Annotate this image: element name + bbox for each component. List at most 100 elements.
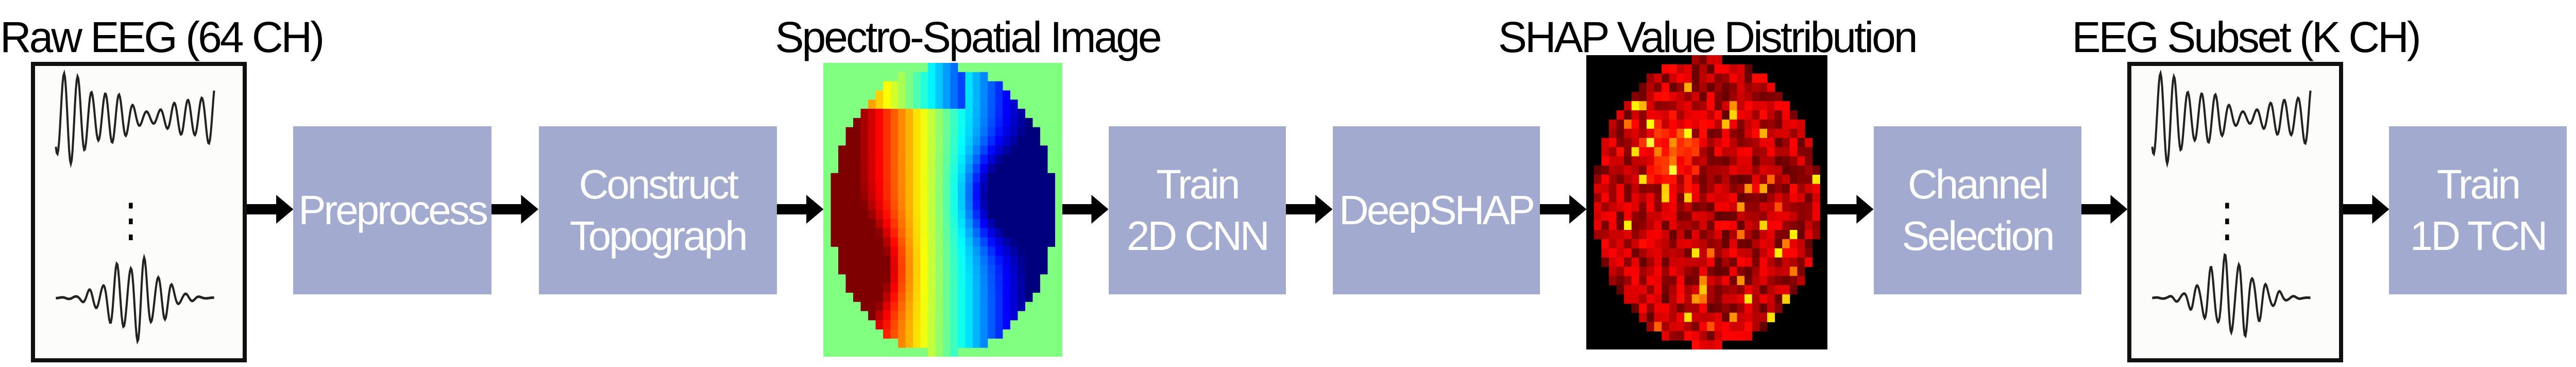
heatmap-cell	[1010, 302, 1018, 311]
heatmap-cell	[853, 283, 861, 293]
heatmap-cell	[1812, 230, 1820, 240]
heatmap-cell	[958, 155, 965, 164]
heatmap-cell	[1722, 147, 1730, 157]
heatmap-cell	[1654, 285, 1662, 295]
heatmap-cell	[868, 256, 876, 265]
heatmap-cell	[988, 109, 995, 119]
heatmap-cell	[905, 329, 913, 339]
heatmap-cell	[1699, 184, 1707, 194]
heatmap-cell	[845, 191, 854, 201]
heatmap-cell	[965, 338, 973, 348]
heatmap-cell	[1774, 294, 1783, 304]
heatmap-cell	[1759, 138, 1768, 148]
heatmap-cell	[1752, 174, 1760, 185]
heatmap-cell	[1774, 211, 1783, 221]
heatmap-cell	[1707, 221, 1715, 230]
heatmap-cell	[890, 237, 899, 247]
heatmap-cell	[1676, 285, 1685, 295]
heatmap-cell	[1010, 274, 1018, 284]
heatmap-cell	[1782, 230, 1790, 240]
heatmap-cell	[1714, 322, 1722, 331]
heatmap-cell	[875, 283, 884, 293]
heatmap-cell	[988, 90, 995, 100]
heatmap-cell	[1010, 145, 1018, 155]
heatmap-cell	[1639, 257, 1647, 268]
heatmap-cell	[1662, 156, 1670, 166]
heatmap-cell	[995, 302, 1003, 311]
heatmap-cell	[1782, 248, 1790, 258]
heatmap-cell	[965, 127, 973, 137]
heatmap-cell	[1729, 303, 1737, 313]
heatmap-cell	[868, 201, 876, 210]
heatmap-cell	[988, 237, 995, 247]
heatmap-cell	[965, 136, 973, 146]
heatmap-cell	[1669, 312, 1677, 323]
heatmap-cell	[1631, 257, 1639, 268]
heatmap-cell	[1010, 182, 1018, 192]
heatmap-cell	[1737, 92, 1745, 102]
heatmap-cell	[1691, 64, 1700, 74]
heatmap-cell	[1608, 147, 1617, 157]
heatmap-cell	[1722, 221, 1730, 230]
heatmap-cell	[958, 72, 965, 82]
heatmap-cell	[1025, 246, 1033, 256]
heatmap-cell	[1003, 292, 1010, 302]
heatmap-cell	[1639, 303, 1647, 313]
heatmap-cell	[980, 228, 988, 238]
heatmap-cell	[1594, 174, 1602, 185]
heatmap-cell	[1767, 147, 1775, 157]
heatmap-cell	[1647, 73, 1655, 84]
heatmap-cell	[905, 81, 913, 91]
heatmap-cell	[1003, 127, 1010, 137]
heatmap-cell	[1707, 276, 1715, 286]
heatmap-cell	[883, 90, 891, 100]
heatmap-cell	[1608, 248, 1617, 258]
heatmap-cell	[1684, 202, 1692, 212]
heatmap-cell	[1691, 147, 1700, 157]
heatmap-cell	[1744, 276, 1753, 286]
heatmap-cell	[965, 201, 973, 210]
heatmap-cell	[920, 109, 928, 119]
heatmap-cell	[943, 72, 951, 82]
heatmap-cell	[1744, 312, 1753, 323]
heatmap-cell	[905, 155, 913, 164]
heatmap-cell	[1003, 274, 1010, 284]
heatmap-cell	[853, 210, 861, 220]
heatmap-cell	[1032, 201, 1040, 210]
heatmap-cell	[1699, 303, 1707, 313]
heatmap-cell	[890, 246, 899, 256]
heatmap-cell	[965, 237, 973, 247]
heatmap-cell	[1624, 128, 1632, 139]
heatmap-cell	[920, 338, 928, 348]
heatmap-cell	[965, 283, 973, 293]
heatmap-cell	[1714, 156, 1722, 166]
heatmap-cell	[1010, 292, 1018, 302]
heatmap-cell	[875, 274, 884, 284]
heatmap-cell	[1616, 248, 1624, 258]
heatmap-cell	[913, 264, 921, 275]
heatmap-cell	[1767, 202, 1775, 212]
heatmap-cell	[913, 182, 921, 192]
heatmap-cell	[1782, 138, 1790, 148]
heatmap-cell	[1018, 191, 1025, 201]
heatmap-cell	[1669, 119, 1677, 129]
heatmap-cell	[1639, 119, 1647, 129]
heatmap-cell	[980, 264, 988, 275]
heatmap-cell	[1003, 283, 1010, 293]
heatmap-cell	[1676, 322, 1685, 331]
eeg-subset-waveforms: ⋮	[2151, 69, 2312, 339]
heatmap-cell	[1624, 285, 1632, 295]
heatmap-cell	[860, 118, 869, 128]
heatmap-cell	[1789, 165, 1798, 175]
heatmap-cell	[1025, 155, 1033, 164]
heatmap-cell	[928, 182, 936, 192]
heatmap-cell	[1774, 156, 1783, 166]
heatmap-cell	[1608, 211, 1617, 221]
heatmap-cell	[1774, 221, 1783, 230]
heatmap-cell	[1647, 294, 1655, 304]
heatmap-cell	[1774, 184, 1783, 194]
heatmap-cell	[1729, 82, 1737, 92]
heatmap-cell	[1752, 110, 1760, 120]
heatmap-cell	[1047, 182, 1055, 192]
heatmap-cell	[1691, 82, 1700, 92]
